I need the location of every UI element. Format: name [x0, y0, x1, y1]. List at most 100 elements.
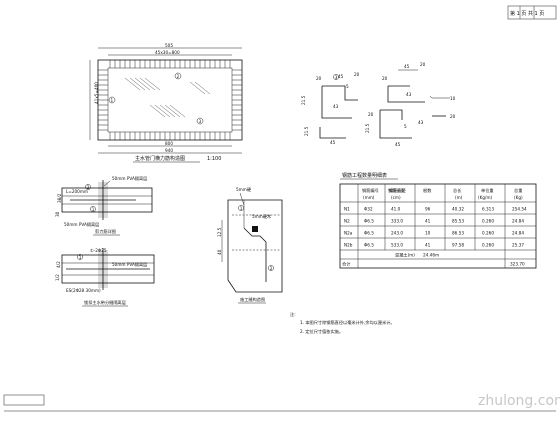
shape-a-dim-5b: 21.5 — [304, 126, 309, 136]
detail-3: 5mm硬木 5mm硬 1 2 12.5 40 施工缝构造图 — [217, 187, 283, 304]
shape-b-dim-3: 20 — [420, 62, 426, 67]
detail-1-side-dim-2: 30 — [55, 211, 60, 217]
bar-shape-b: 20 45 20 10 43 20 21.5 5 45 43 20 — [365, 62, 456, 147]
table-extra-value: 24.46m — [423, 253, 439, 258]
detail-3-side-dim-1: 12.5 — [217, 227, 222, 237]
plan-dim-left: 41x5=400 — [94, 82, 99, 104]
shape-b-dim-7: 5 — [404, 124, 407, 129]
plan-title: 主水管门横力筋构造图 — [135, 155, 185, 162]
detail-3-label-2: 5mm硬 — [236, 187, 252, 193]
detail-2-label-1: ①-2Φ25 — [90, 248, 107, 253]
table-unit-7: (Kg) — [514, 195, 523, 200]
shape-b-dim-6b: 43 — [418, 120, 424, 125]
page-label-box: 第 1 页 共 1 页 — [507, 5, 557, 20]
table-cell: Φ6.5 — [364, 219, 374, 224]
detail-1-marker-1: 1 — [92, 207, 95, 212]
table-cell: N1 — [344, 207, 350, 212]
table-cell: 24.84 — [512, 231, 524, 236]
shape-a-dim-1: 20 — [316, 76, 322, 81]
table-title: 钢筋工程数量明细表 — [342, 172, 387, 179]
shape-b-dim-2b: 45 — [395, 142, 401, 147]
shape-a-dim-7: 45 — [330, 140, 336, 145]
plan-view: 505 45x30=800 1 2 3 41x5=400 8 — [89, 43, 243, 163]
notes-item-2: 2. 定位尺寸值依实施。 — [300, 328, 343, 335]
detail-2: ①-2Φ25 50mm PVA隔离层 ES(2Φ28 30mm) 1 4/2 1… — [55, 248, 155, 307]
shape-a-dim-4: 5 — [346, 84, 349, 89]
shape-b-dim-4: 10 — [450, 96, 456, 101]
plan-dim-top-inner: 45x30=800 — [155, 50, 180, 55]
detail-1-label-3: 50mm PVA隔离层 — [64, 221, 99, 228]
table-cell: 25.37 — [512, 243, 524, 248]
table-cell: 40.32 — [452, 207, 464, 212]
table-unit-2: (mm) — [363, 195, 375, 200]
table-cell: Φ6.5 — [364, 231, 374, 236]
detail-1-marker-2: 2 — [87, 185, 90, 190]
table-cell: 6.313 — [482, 207, 494, 212]
detail-1-title: 剪力筋详图 — [95, 228, 116, 235]
table-unit-6: (Kg/m) — [478, 195, 493, 200]
plan-scale: 1:100 — [207, 156, 221, 162]
table-header-6: 单位重 — [481, 187, 494, 194]
table-cell: 41.0 — [391, 207, 401, 212]
shape-b-dim-6: 43 — [406, 92, 412, 97]
shape-b-dim-5: 21.5 — [365, 123, 370, 133]
table-header-7: 总重 — [514, 187, 522, 193]
shape-a-dim-6: 43 — [333, 104, 339, 109]
notes: 注: 1. 本图尺寸除钢筋直径以毫米计外,余均以厘米计。 2. 定位尺寸值依实施… — [290, 311, 395, 335]
detail-1-side-dim-1: 38/2 — [57, 193, 62, 203]
notes-item-1: 1. 本图尺寸除钢筋直径以毫米计外,余均以厘米计。 — [300, 319, 395, 326]
table-total-value: 323.70 — [510, 262, 525, 267]
plan-marker-1: 1 — [111, 98, 114, 103]
watermark: zhulong.com — [478, 393, 560, 409]
table-cell: 41 — [425, 219, 431, 224]
table-cell: 97.58 — [452, 243, 464, 248]
detail-2-side-dim-1: 4/2 — [56, 261, 61, 268]
table-cell: 24.84 — [512, 219, 524, 224]
plan-dim-bottom-outer: 940 — [165, 148, 173, 153]
table-extra-note: 混凝土(m) — [395, 252, 415, 259]
detail-3-title: 施工缝构造图 — [240, 296, 265, 303]
table-cell: 254.54 — [512, 207, 527, 212]
table-cell: 85.53 — [452, 219, 464, 224]
table-header-1: 钢筋编号 — [362, 187, 379, 194]
shape-a-dim-2: 45 — [338, 74, 344, 79]
table-total-label: 合计 — [342, 261, 350, 268]
table-cell: N2 — [344, 219, 350, 224]
quantity-table: 钢筋工程数量明细表 钢筋编号 钢筋直径 根数 总长 单位重 总重 (mm) (c… — [339, 172, 537, 269]
table-header-3: 钢筋长度 — [388, 187, 406, 194]
table-unit-5: (m) — [455, 195, 463, 200]
detail-2-label-2: 50mm PVA隔离层 — [112, 261, 147, 268]
shape-a-dim-3: 20 — [354, 72, 360, 77]
shape-b-dim-2: 45 — [404, 64, 410, 69]
shape-b-dim-1: 20 — [382, 76, 388, 81]
table-cell: N2a — [344, 231, 353, 236]
table-cell: 0.260 — [482, 219, 494, 224]
table-cell: N2b — [344, 243, 353, 248]
detail-3-marker-1: 1 — [240, 206, 243, 211]
detail-1-label-2: L=200mm — [66, 189, 88, 194]
shape-b-dim-3b: 20 — [450, 114, 456, 119]
table-unit-3: (cm) — [391, 195, 401, 200]
detail-2-title: 锁扣主水带分缝隔离层 — [84, 299, 126, 306]
shape-a-marker: 3 — [335, 75, 338, 80]
bar-shape-a: 20 45 20 5 21.5 43 3 21.5 45 — [301, 72, 360, 145]
table-cell: 96 — [425, 207, 431, 212]
detail-2-marker-1: 1 — [79, 255, 82, 260]
detail-2-side-dim-2: 1/2 — [55, 274, 60, 281]
table-cell: 0.260 — [482, 231, 494, 236]
table-header-4: 根数 — [423, 187, 432, 194]
detail-3-marker-2: 2 — [270, 266, 273, 271]
page-label: 第 1 页 共 1 页 — [510, 10, 544, 17]
table-cell: 0.260 — [482, 243, 494, 248]
notes-heading: 注: — [290, 311, 296, 318]
detail-3-label-1: 5mm硬木 — [252, 213, 272, 220]
table-header-5: 总长 — [453, 187, 462, 194]
table-cell: Φ32 — [364, 207, 373, 212]
table-cell: 41 — [425, 243, 431, 248]
plan-dim-top-outer: 505 — [165, 43, 173, 48]
plan-marker-2: 2 — [177, 74, 180, 79]
detail-1-label-1: 50mm PVA隔离层 — [112, 175, 147, 182]
shape-b-dim-1b: 20 — [368, 112, 374, 117]
detail-3-side-dim-2: 40 — [217, 249, 222, 255]
